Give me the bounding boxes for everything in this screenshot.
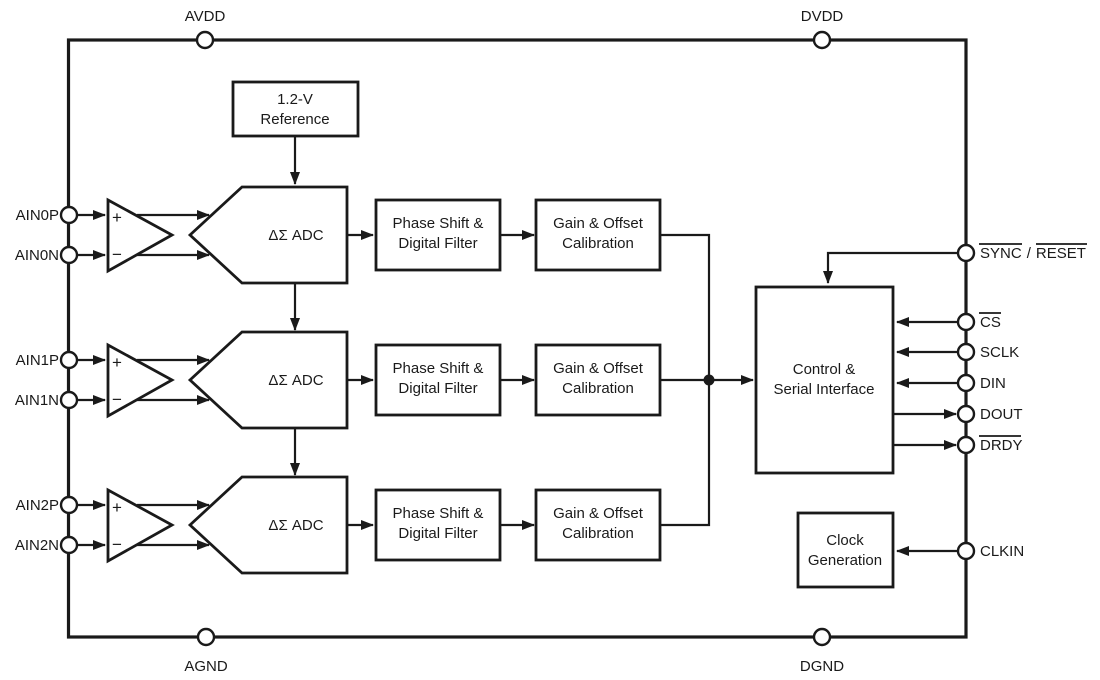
channel-1: AIN0P AIN0N + − ΔΣ ADC Phase Shift & Dig…	[15, 185, 662, 285]
ain0p-label: AIN0P	[16, 207, 59, 224]
ch1-amplifier	[106, 197, 175, 274]
din-label: DIN	[980, 375, 1006, 392]
ch2-gain-cal-block	[534, 343, 662, 417]
avdd-label: AVDD	[185, 8, 226, 25]
ch3-gain-cal-label-line2: Calibration	[562, 525, 634, 542]
dvdd-pin	[812, 30, 832, 50]
control-serial-interface-block	[754, 285, 895, 475]
sclk-pin	[956, 342, 976, 362]
ch2-adc-label: ΔΣ ADC	[268, 372, 323, 389]
dout-pin	[956, 404, 976, 424]
dout-label: DOUT	[980, 406, 1023, 423]
ch3-gain-cal-block	[534, 488, 662, 562]
ain2n-pin	[59, 535, 79, 555]
ch3-amp-plus-sign: +	[112, 498, 122, 517]
ch1-gain-cal-block	[534, 198, 662, 272]
reference-block	[231, 80, 360, 138]
ch2-amplifier	[106, 342, 175, 419]
ch3-amplifier	[106, 487, 175, 564]
ain0n-label: AIN0N	[15, 247, 59, 264]
drdy-pin	[956, 435, 976, 455]
cs-label: CS	[980, 314, 1001, 331]
ch2-phase-filter-label-line1: Phase Shift &	[393, 360, 484, 377]
ain1n-label: AIN1N	[15, 392, 59, 409]
control-label-line2: Serial Interface	[774, 381, 875, 398]
ch3-adc-label: ΔΣ ADC	[268, 517, 323, 534]
chip-outline	[66, 38, 968, 639]
clock-generation-block	[796, 511, 895, 589]
ain0p-pin	[59, 205, 79, 225]
ain2p-label: AIN2P	[16, 497, 59, 514]
control-label-line1: Control &	[793, 361, 856, 378]
reset-label-part: RESET	[1036, 245, 1086, 262]
channel-2: AIN1P AIN1N + − ΔΣ ADC Phase Shift & Dig…	[15, 330, 662, 430]
ch3-phase-filter-label-line1: Phase Shift &	[393, 505, 484, 522]
clock-label-line1: Clock	[826, 532, 864, 549]
agnd-label: AGND	[184, 658, 228, 675]
sclk-label: SCLK	[980, 344, 1019, 361]
ch1-adc-label: ΔΣ ADC	[268, 227, 323, 244]
ain2p-pin	[59, 495, 79, 515]
sync-reset-wire	[823, 251, 958, 284]
ch1-phase-filter-label-line1: Phase Shift &	[393, 215, 484, 232]
ain1p-label: AIN1P	[16, 352, 59, 369]
ain2n-label: AIN2N	[15, 537, 59, 554]
sync-reset-label: SYNC /RESET	[980, 245, 1086, 262]
dgnd-label: DGND	[800, 658, 844, 675]
avdd-pin	[195, 30, 215, 50]
clock-label-line2: Generation	[808, 552, 882, 569]
sync-label-part: SYNC	[980, 245, 1022, 262]
ch1-gain-cal-label-line2: Calibration	[562, 235, 634, 252]
ch3-gain-cal-label-line1: Gain & Offset	[553, 505, 644, 522]
cs-pin	[956, 312, 976, 332]
sync-reset-pin	[956, 243, 976, 263]
ch3-phase-filter-label-line2: Digital Filter	[398, 525, 477, 542]
ch1-phase-filter-label-line2: Digital Filter	[398, 235, 477, 252]
clkin-label: CLKIN	[980, 543, 1024, 560]
ch2-gain-cal-label-line1: Gain & Offset	[553, 360, 644, 377]
ch2-phase-filter-label-line2: Digital Filter	[398, 380, 477, 397]
ch3-amp-minus-sign: −	[112, 535, 122, 554]
ain1n-pin	[59, 390, 79, 410]
pin-label-separator: /	[1027, 245, 1032, 262]
ch3-phase-filter-block	[374, 488, 502, 562]
ain1p-pin	[59, 350, 79, 370]
agnd-pin	[196, 627, 216, 647]
reference-label-line1: 1.2-V	[277, 91, 313, 108]
ch2-amp-plus-sign: +	[112, 353, 122, 372]
ch2-gain-cal-label-line2: Calibration	[562, 380, 634, 397]
reference-label-line2: Reference	[260, 111, 329, 128]
din-pin	[956, 373, 976, 393]
drdy-label: DRDY	[980, 437, 1023, 454]
clkin-pin	[956, 541, 976, 561]
dvdd-label: DVDD	[801, 8, 844, 25]
channel-3: AIN2P AIN2N + − ΔΣ ADC Phase Shift & Dig…	[15, 475, 662, 575]
ch2-amp-minus-sign: −	[112, 390, 122, 409]
ch1-amp-minus-sign: −	[112, 245, 122, 264]
bus-junction-dot	[703, 374, 715, 386]
ch1-gain-cal-label-line1: Gain & Offset	[553, 215, 644, 232]
ain0n-pin	[59, 245, 79, 265]
ch2-phase-filter-block	[374, 343, 502, 417]
dgnd-pin	[812, 627, 832, 647]
ch1-amp-plus-sign: +	[112, 208, 122, 227]
